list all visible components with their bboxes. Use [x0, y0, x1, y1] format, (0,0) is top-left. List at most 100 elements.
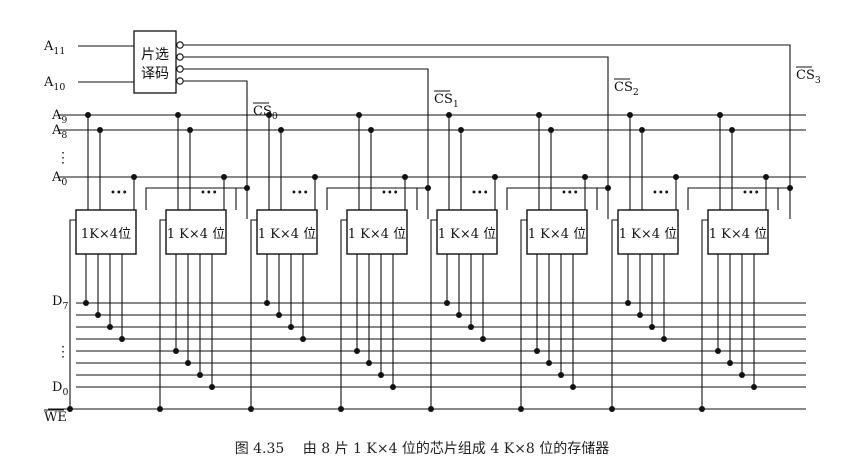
chip0-a8-junction: [97, 127, 103, 133]
chip4-cs-entry: [506, 187, 608, 210]
chip4-we: [430, 219, 437, 409]
label-cs1: CS1: [434, 92, 459, 110]
chip4-data-2-junction: [468, 324, 474, 330]
chip1-we: [159, 219, 166, 409]
chip1-data-0-junction: [173, 348, 179, 354]
chip3-we-junction: [338, 406, 344, 412]
chip4-address-dots: •••: [471, 188, 489, 199]
memory-chip-2-label: 1 K×4 位: [258, 227, 316, 242]
chip7-data-0-junction: [715, 348, 721, 354]
chip1-cs-entry: [235, 187, 247, 210]
chip6-we-junction: [609, 406, 615, 412]
memory-chip-4-label: 1 K×4 位: [438, 227, 496, 242]
chip2-a8-junction: [278, 127, 284, 133]
decoder-output-bubble-1: [176, 65, 184, 73]
chip0-a9-junction: [85, 112, 91, 118]
label-cs3: CS3: [796, 68, 821, 86]
label-a11: A11: [43, 39, 65, 57]
label-cs0: CS0: [253, 104, 278, 122]
chip6-a0-junction: [673, 174, 679, 180]
chip7-a9-junction: [717, 112, 723, 118]
memory-chip-3-label: 1 K×4 位: [348, 227, 406, 242]
chip0-address-dots: •••: [110, 188, 128, 199]
chip5-we: [520, 219, 527, 409]
label-a10: A10: [43, 75, 65, 93]
chip1-a8-junction: [187, 127, 193, 133]
chip1-data-2-junction: [197, 372, 203, 378]
chip5-data-2-junction: [558, 372, 564, 378]
chip2-data-3-junction: [300, 336, 306, 342]
chip0-cs-entry: [145, 187, 247, 210]
memory-chip-7: [707, 209, 769, 255]
chip7-cs-entry: [777, 187, 790, 210]
chip7-a0-junction: [763, 174, 769, 180]
cs2-junction: [605, 185, 611, 191]
chip5-a8-junction: [548, 127, 554, 133]
memory-chip-6: [617, 209, 679, 255]
cs1-wire: [183, 68, 429, 219]
chip1-we-junction: [157, 406, 163, 412]
label-we: WE: [44, 410, 67, 425]
chip7-data-3-junction: [751, 384, 757, 390]
decoder-label-line1: 片选: [141, 47, 169, 63]
chip5-data-1-junction: [546, 360, 552, 366]
chip1-a9-junction: [175, 112, 181, 118]
memory-chip-5-label: 1 K×4 位: [528, 227, 586, 242]
chip5-we-junction: [518, 406, 524, 412]
chip1-data-1-junction: [185, 360, 191, 366]
chip7-we-junction: [699, 406, 705, 412]
chip3-a9-junction: [356, 112, 362, 118]
memory-chip-3: [346, 209, 408, 255]
chip0-data-3-junction: [119, 336, 125, 342]
chip2-data-0-junction: [264, 300, 270, 306]
figure-caption: 图 4.35 由 8 片 1 K×4 位的芯片组成 4 K×8 位的存储器: [0, 438, 858, 458]
label-a8: A8: [51, 123, 67, 141]
chip5-a0-junction: [582, 174, 588, 180]
chip-select-decoder: [133, 30, 177, 94]
chip5-data-3-junction: [570, 384, 576, 390]
chip6-data-3-junction: [661, 336, 667, 342]
chip1-a0-junction: [221, 174, 227, 180]
cs2-wire: [183, 56, 609, 219]
decoder-output-bubble-3: [176, 41, 184, 49]
chip2-a9-junction: [266, 112, 272, 118]
chip6-we: [611, 219, 618, 409]
chip0-we-junction: [67, 406, 73, 412]
chip3-data-2-junction: [378, 372, 384, 378]
chip2-data-2-junction: [288, 324, 294, 330]
chip4-we-junction: [428, 406, 434, 412]
label-a0: A0: [51, 170, 67, 188]
chip4-data-1-junction: [456, 312, 462, 318]
decoder-label-line2: 译码: [141, 66, 169, 82]
data-ellipsis: ⋮: [56, 344, 70, 360]
memory-chip-0: [75, 209, 137, 255]
chip7-data-1-junction: [727, 360, 733, 366]
chip5-a9-junction: [536, 112, 542, 118]
label-a9: A9: [51, 108, 67, 126]
chip1-address-dots: •••: [200, 188, 218, 199]
chip4-a0-junction: [492, 174, 498, 180]
memory-chip-1-label: 1 K×4 位: [167, 227, 225, 242]
label-d0: D0: [52, 380, 68, 398]
chip6-data-1-junction: [637, 312, 643, 318]
chip5-data-0-junction: [534, 348, 540, 354]
chip0-a0-junction: [131, 174, 137, 180]
memory-chip-1: [165, 209, 227, 255]
cs3-junction: [787, 185, 793, 191]
label-d7: D7: [52, 294, 68, 312]
memory-chip-7-label: 1 K×4 位: [709, 227, 767, 242]
chip6-a9-junction: [627, 112, 633, 118]
chip6-data-0-junction: [625, 300, 631, 306]
decoder-output-bubble-2: [176, 53, 184, 61]
chip2-data-1-junction: [276, 312, 282, 318]
cs3-wire: [183, 44, 791, 219]
chip5-address-dots: •••: [561, 188, 579, 199]
memory-chip-2: [256, 209, 318, 255]
chip3-cs-entry: [416, 187, 428, 210]
chip0-data-1-junction: [95, 312, 101, 318]
chip4-data-3-junction: [480, 336, 486, 342]
chip7-we: [701, 219, 708, 409]
figure-title: 由 8 片 1 K×4 位的芯片组成 4 K×8 位的存储器: [302, 441, 610, 457]
chip4-a8-junction: [458, 127, 464, 133]
chip7-data-2-junction: [739, 372, 745, 378]
